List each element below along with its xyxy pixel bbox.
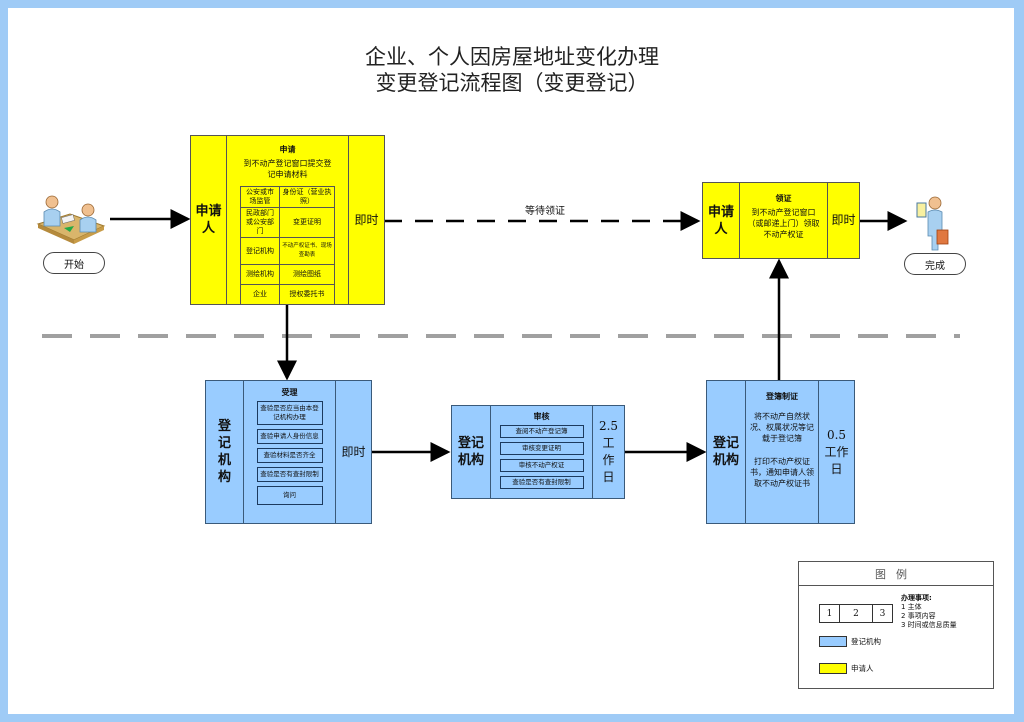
review-task: 查阅不动产登记簿 [499, 425, 584, 438]
accept-task: 查验是否有查封限制 [256, 467, 323, 482]
register-desc-2: 打印不动产权证书，通知申请人领取不动产权证书 [750, 457, 814, 488]
material-item: 变更证明 [279, 207, 335, 238]
accept-task: 查验是否应当由本登记机构办理 [256, 401, 323, 425]
material-source: 登记机构 [240, 237, 280, 265]
title-line-1: 企业、个人因房屋地址变化办理 [365, 45, 659, 69]
accept-time: 即时 [335, 381, 371, 523]
material-item: 不动产权证书、现场查勘表 [279, 237, 335, 265]
start-node: 开始 [43, 252, 105, 274]
legend: 图例 1 2 3 办理事项: 1 主体 2 事项内容 3 时间或信息质量 登记机… [798, 561, 994, 689]
material-row: 民政部门或公安部门变更证明 [240, 207, 335, 238]
legend-key-3: 3 [872, 605, 892, 622]
material-row: 登记机构不动产权证书、现场查勘表 [240, 237, 335, 265]
legend-swatch-registry [819, 636, 847, 647]
review-task: 审核变更证明 [499, 442, 584, 455]
accept-task: 查验材料是否齐全 [256, 448, 323, 463]
material-source: 企业 [240, 284, 280, 305]
register-actor: 登记机构 [713, 436, 740, 468]
material-row: 测绘机构测绘图纸 [240, 264, 335, 285]
legend-note: 2 事项内容 [901, 612, 936, 620]
material-source: 公安或市场监管 [240, 186, 280, 208]
apply-desc: 到不动产登记窗口提交登记申请材料 [243, 159, 332, 179]
legend-label-registry: 登记机构 [851, 637, 881, 646]
collect-desc: 到不动产登记窗口（或邮递上门）领取不动产权证 [747, 208, 820, 239]
legend-note: 1 主体 [901, 603, 922, 611]
material-source: 民政部门或公安部门 [240, 207, 280, 238]
review-title: 审核 [533, 412, 550, 421]
legend-notes: 办理事项: 1 主体 2 事项内容 3 时间或信息质量 [901, 594, 957, 630]
apply-actor: 申请人 [195, 204, 222, 236]
material-row: 企业授权委托书 [240, 284, 335, 305]
legend-key: 1 2 3 [819, 604, 893, 623]
material-row: 公安或市场监管身份证（营业执照） [240, 186, 335, 208]
collect-actor: 申请人 [707, 204, 734, 237]
register-desc-1: 将不动产自然状况、权属状况等记载于登记簿 [750, 412, 814, 443]
materials-table: 公安或市场监管身份证（营业执照） 民政部门或公安部门变更证明 登记机构不动产权证… [240, 186, 335, 305]
legend-title: 图例 [799, 562, 993, 586]
register-time: 0.5工作日 [818, 381, 854, 523]
step-register: 登记机构 登簿制证 将不动产自然状况、权属状况等记载于登记簿 打印不动产权证书，… [706, 380, 855, 524]
review-content: 审核 查阅不动产登记簿 审核变更证明 审核不动产权证 查验是否有查封限制 [490, 406, 592, 498]
apply-title: 申请 [279, 145, 296, 154]
review-task: 查验是否有查封限制 [499, 476, 584, 489]
material-item: 授权委托书 [279, 284, 335, 305]
material-source: 测绘机构 [240, 264, 280, 285]
accept-actor: 登记机构 [217, 419, 231, 485]
review-task: 审核不动产权证 [499, 459, 584, 472]
accept-task: 查验申请人身份信息 [256, 429, 323, 444]
accept-title: 受理 [281, 388, 298, 397]
accept-task: 询问 [256, 486, 323, 505]
apply-content: 申请 到不动产登记窗口提交登记申请材料 公安或市场监管身份证（营业执照） 民政部… [226, 136, 348, 305]
material-item: 测绘图纸 [279, 264, 335, 285]
review-time: 2.5工作日 [592, 406, 624, 498]
register-content: 登簿制证 将不动产自然状况、权属状况等记载于登记簿 打印不动产权证书，通知申请人… [745, 381, 818, 523]
step-accept: 登记机构 受理 查验是否应当由本登记机构办理 查验申请人身份信息 查验材料是否齐… [205, 380, 372, 524]
apply-time: 即时 [348, 136, 384, 304]
legend-notes-title: 办理事项: [901, 594, 932, 602]
collect-time: 即时 [827, 183, 859, 258]
collect-title: 领证 [775, 194, 792, 203]
step-review: 登记机构 审核 查阅不动产登记簿 审核变更证明 审核不动产权证 查验是否有查封限… [451, 405, 625, 499]
wait-label: 等待领证 [525, 206, 565, 217]
legend-note: 3 时间或信息质量 [901, 621, 957, 629]
finish-node: 完成 [904, 253, 966, 275]
legend-swatch-applicant [819, 663, 847, 674]
step-apply: 申请人 申请 到不动产登记窗口提交登记申请材料 公安或市场监管身份证（营业执照）… [190, 135, 385, 305]
review-actor: 登记机构 [458, 436, 485, 468]
legend-key-1: 1 [826, 608, 833, 619]
register-title: 登簿制证 [766, 392, 798, 401]
legend-label-applicant: 申请人 [851, 664, 874, 673]
material-item: 身份证（营业执照） [279, 186, 335, 208]
collect-content: 领证 到不动产登记窗口（或邮递上门）领取不动产权证 [739, 183, 827, 258]
legend-key-2: 2 [839, 605, 872, 622]
accept-content: 受理 查验是否应当由本登记机构办理 查验申请人身份信息 查验材料是否齐全 查验是… [243, 381, 335, 523]
step-collect: 申请人 领证 到不动产登记窗口（或邮递上门）领取不动产权证 即时 [702, 182, 860, 259]
title-line-2: 变更登记流程图（变更登记） [375, 71, 649, 95]
diagram-title: 企业、个人因房屋地址变化办理 变更登记流程图（变更登记） [0, 44, 1024, 96]
